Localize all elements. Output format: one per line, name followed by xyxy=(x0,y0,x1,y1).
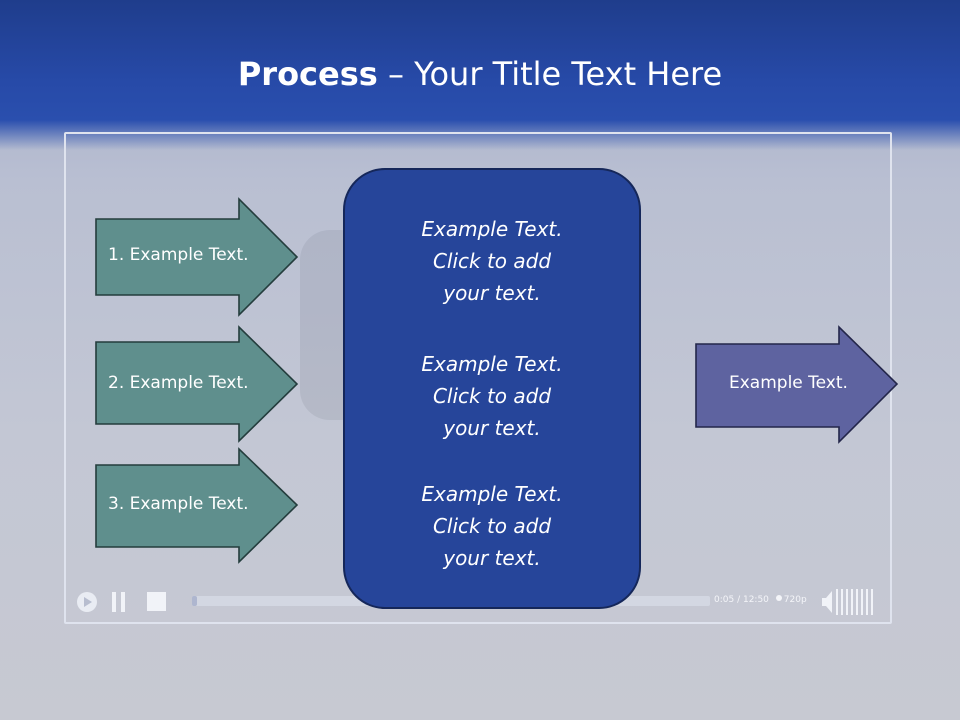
center-process-box: Example Text. Click to add your text. Ex… xyxy=(343,168,641,609)
title-banner xyxy=(0,0,960,150)
time-readout: 0:05 / 12:50 xyxy=(714,595,769,605)
quality-label[interactable]: 720p xyxy=(783,595,807,605)
process-arrow-2: 2. Example Text. xyxy=(95,325,299,443)
text-block-1: Example Text. Click to add your text. xyxy=(345,213,639,309)
play-icon[interactable] xyxy=(76,591,98,613)
text-block-3: Example Text. Click to add your text. xyxy=(345,478,639,574)
text-line: Click to add xyxy=(432,514,552,538)
text-line: your text. xyxy=(443,416,541,440)
arrow-label: 2. Example Text. xyxy=(108,373,249,393)
arrow-shape xyxy=(695,325,899,444)
text-line: Example Text. xyxy=(421,352,563,376)
title-rest: – Your Title Text Here xyxy=(377,55,723,93)
arrow-shape xyxy=(95,197,299,317)
arrow-label: 3. Example Text. xyxy=(108,494,249,514)
arrow-shape xyxy=(95,325,299,443)
arrow-label: 1. Example Text. xyxy=(108,245,249,265)
process-arrow-3: 3. Example Text. xyxy=(95,447,299,564)
quality-dot-icon xyxy=(775,595,782,601)
output-arrow: Example Text. xyxy=(695,325,899,444)
page-title: Process – Your Title Text Here xyxy=(0,52,960,96)
text-line: your text. xyxy=(443,546,541,570)
volume-icon[interactable] xyxy=(820,586,880,618)
pause-icon[interactable] xyxy=(110,591,128,613)
process-arrow-1: 1. Example Text. xyxy=(95,197,299,317)
text-line: Click to add xyxy=(432,384,552,408)
text-line: Example Text. xyxy=(421,217,563,241)
text-line: Example Text. xyxy=(421,482,563,506)
progress-fill xyxy=(192,596,198,606)
time-display: 0:05 / 12:50 720p xyxy=(714,595,807,605)
text-line: Click to add xyxy=(432,249,552,273)
text-line: your text. xyxy=(443,281,541,305)
text-block-2: Example Text. Click to add your text. xyxy=(345,348,639,444)
arrow-shape xyxy=(95,447,299,564)
arrow-label: Example Text. xyxy=(729,373,848,393)
stop-icon[interactable] xyxy=(146,591,168,613)
title-bold: Process xyxy=(237,55,378,93)
